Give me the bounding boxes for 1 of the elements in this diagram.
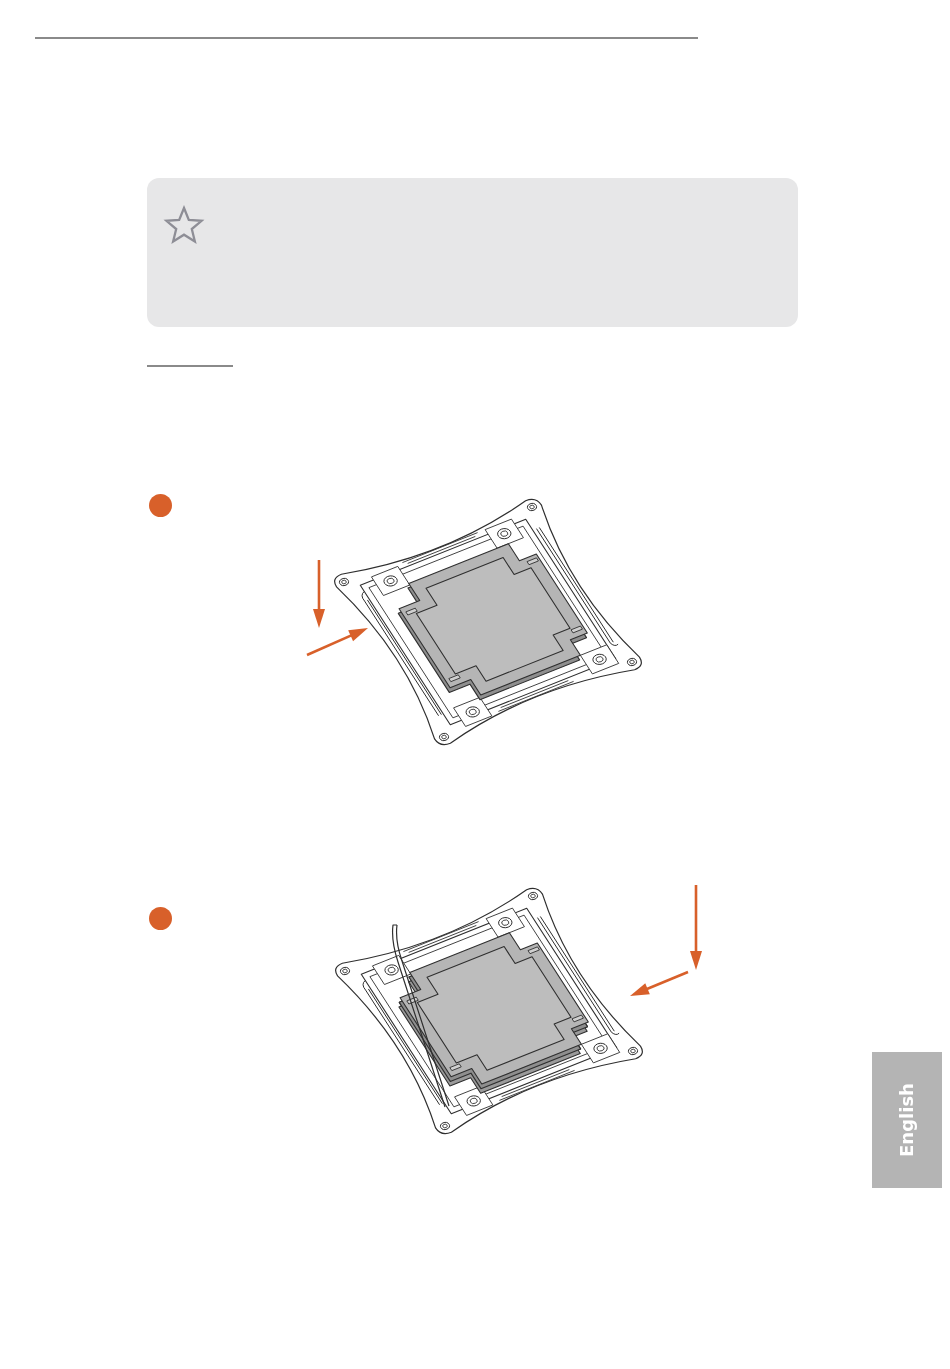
- language-label: English: [898, 1083, 916, 1157]
